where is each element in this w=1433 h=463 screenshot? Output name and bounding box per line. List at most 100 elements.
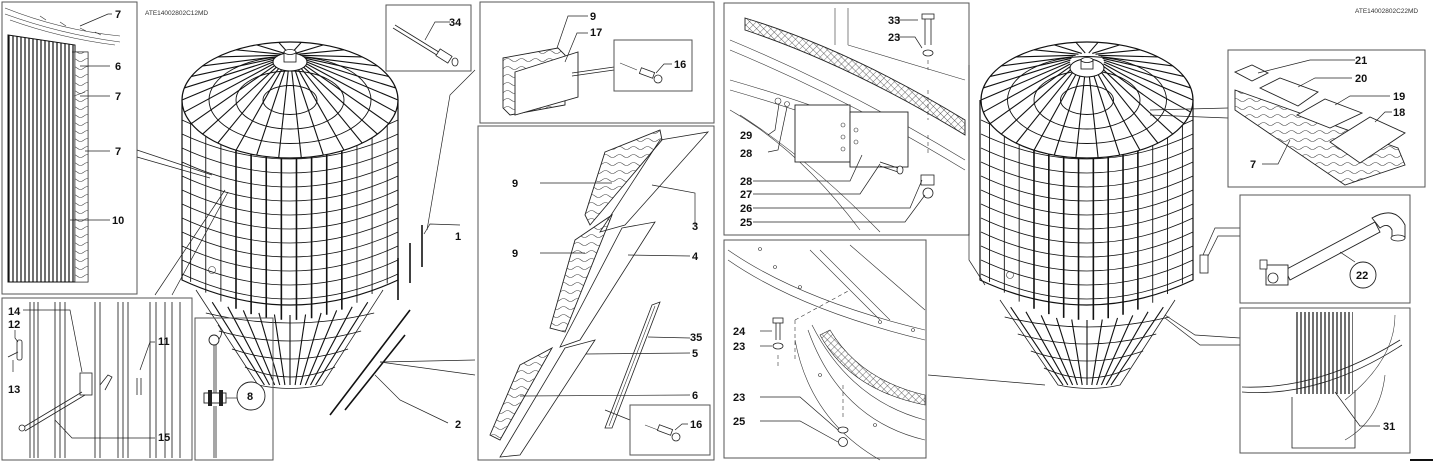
roof-rafter (278, 70, 289, 158)
wall-ring (980, 217, 1194, 244)
callout-25: 25 (740, 217, 752, 229)
roof-rafter (306, 59, 396, 89)
roof-rafter (1098, 54, 1158, 58)
callout-16: 16 (674, 59, 686, 71)
roof-ring (1007, 56, 1167, 144)
roof-rafter (306, 63, 396, 113)
roof-rafter (1100, 56, 1173, 67)
callout-7: 7 (115, 146, 121, 158)
roof-rafter (1075, 41, 1086, 54)
callout-11: 11 (158, 336, 170, 348)
roof-rafter (1100, 66, 1174, 135)
roof-rafter (1102, 57, 1184, 77)
roof-rafter (1097, 68, 1159, 144)
roof-rafter (305, 57, 389, 77)
callout-6: 6 (692, 390, 698, 402)
callout-17: 17 (590, 27, 602, 39)
roof-rafter (1053, 70, 1083, 156)
hopper-rib (273, 314, 286, 386)
wall-ring (980, 259, 1194, 286)
callout-circle-22 (1349, 261, 1377, 289)
roof-rafter (989, 65, 1072, 125)
callout-33: 33 (888, 15, 900, 27)
callout-31: 31 (1383, 421, 1395, 433)
hopper-rib (309, 306, 353, 386)
drawing-code-right: ATE14002802C22MD (1355, 8, 1418, 15)
silo-left (181, 41, 399, 389)
wall-ring (980, 245, 1194, 272)
roof-rafter (301, 54, 363, 58)
roof-ring (1060, 85, 1114, 115)
roof-rafter (306, 61, 399, 101)
wall-ring (181, 161, 399, 188)
roof-rafter (217, 54, 279, 58)
callout-9: 9 (512, 248, 518, 260)
wall-ring (181, 217, 399, 244)
roof-rafter (1091, 70, 1121, 156)
hopper-rib (1100, 315, 1134, 386)
callout-20: 20 (1355, 73, 1367, 85)
roof-rafter (294, 70, 324, 156)
roof-rafter (983, 63, 1071, 113)
roof-rafter (303, 66, 378, 135)
callout-14: 14 (8, 306, 21, 318)
wall-layers-detail (477, 125, 715, 461)
callout-19: 19 (1393, 91, 1405, 103)
roof-rafter (1103, 61, 1194, 101)
hopper-ring (231, 348, 349, 360)
left-wall-detail-panel (1, 1, 138, 295)
wall-ring (980, 161, 1194, 188)
wall-ring (980, 231, 1194, 258)
hopper-ring (1004, 316, 1170, 328)
wall-ring (980, 203, 1194, 230)
roof-rafter (1016, 54, 1076, 58)
panel-insulation-detail (479, 1, 715, 124)
hopper-rib (1040, 315, 1074, 386)
wall-ring (181, 231, 399, 258)
roof-ring (1033, 70, 1141, 130)
hopper-rib (242, 310, 276, 386)
callout-3: 3 (692, 221, 698, 233)
hopper-rib (1105, 311, 1149, 386)
strip-brackets (397, 69, 476, 300)
callout-28: 28 (740, 176, 752, 188)
hopper-ring (218, 330, 362, 342)
roof-rafter (235, 69, 282, 151)
roof-rafter (256, 44, 285, 54)
hopper-rib (1096, 317, 1119, 386)
hopper-rib (299, 312, 322, 386)
wall-ring (181, 189, 399, 216)
callout-25: 25 (733, 416, 745, 428)
roof-ring (208, 56, 372, 144)
roof-rafter (1088, 70, 1099, 158)
wall-ring (181, 203, 399, 230)
roof-rafter (1033, 69, 1079, 151)
callout-26: 26 (740, 203, 752, 215)
hopper-rib (315, 301, 369, 386)
callout-22: 22 (1356, 270, 1368, 282)
roof-rafter (1103, 63, 1191, 113)
hopper-rib (258, 312, 281, 386)
callout-8: 8 (247, 391, 253, 403)
callout-7: 7 (115, 91, 121, 103)
wall-ring (181, 133, 399, 160)
roof-rafter (1095, 49, 1141, 55)
callout-18: 18 (1393, 107, 1405, 119)
wall-ring (980, 147, 1194, 174)
callout-6: 6 (115, 61, 121, 73)
callout-35: 35 (690, 332, 702, 344)
roof-rafter (291, 70, 302, 158)
roof-rafter (295, 44, 324, 54)
rivet-detail-panel (385, 4, 472, 72)
hopper-ring (1043, 367, 1131, 379)
roof-rafter (1001, 56, 1074, 67)
roof-rafter (983, 59, 1071, 89)
roof-rafter (202, 66, 277, 135)
callout-29: 29 (740, 130, 752, 142)
roof-rafter (217, 68, 280, 144)
hopper-ring (244, 366, 336, 378)
roof-rafter (303, 56, 378, 67)
wall-ring (181, 245, 399, 272)
roof-layers-detail (1227, 49, 1426, 188)
bracket-detail-panel (1, 297, 193, 461)
